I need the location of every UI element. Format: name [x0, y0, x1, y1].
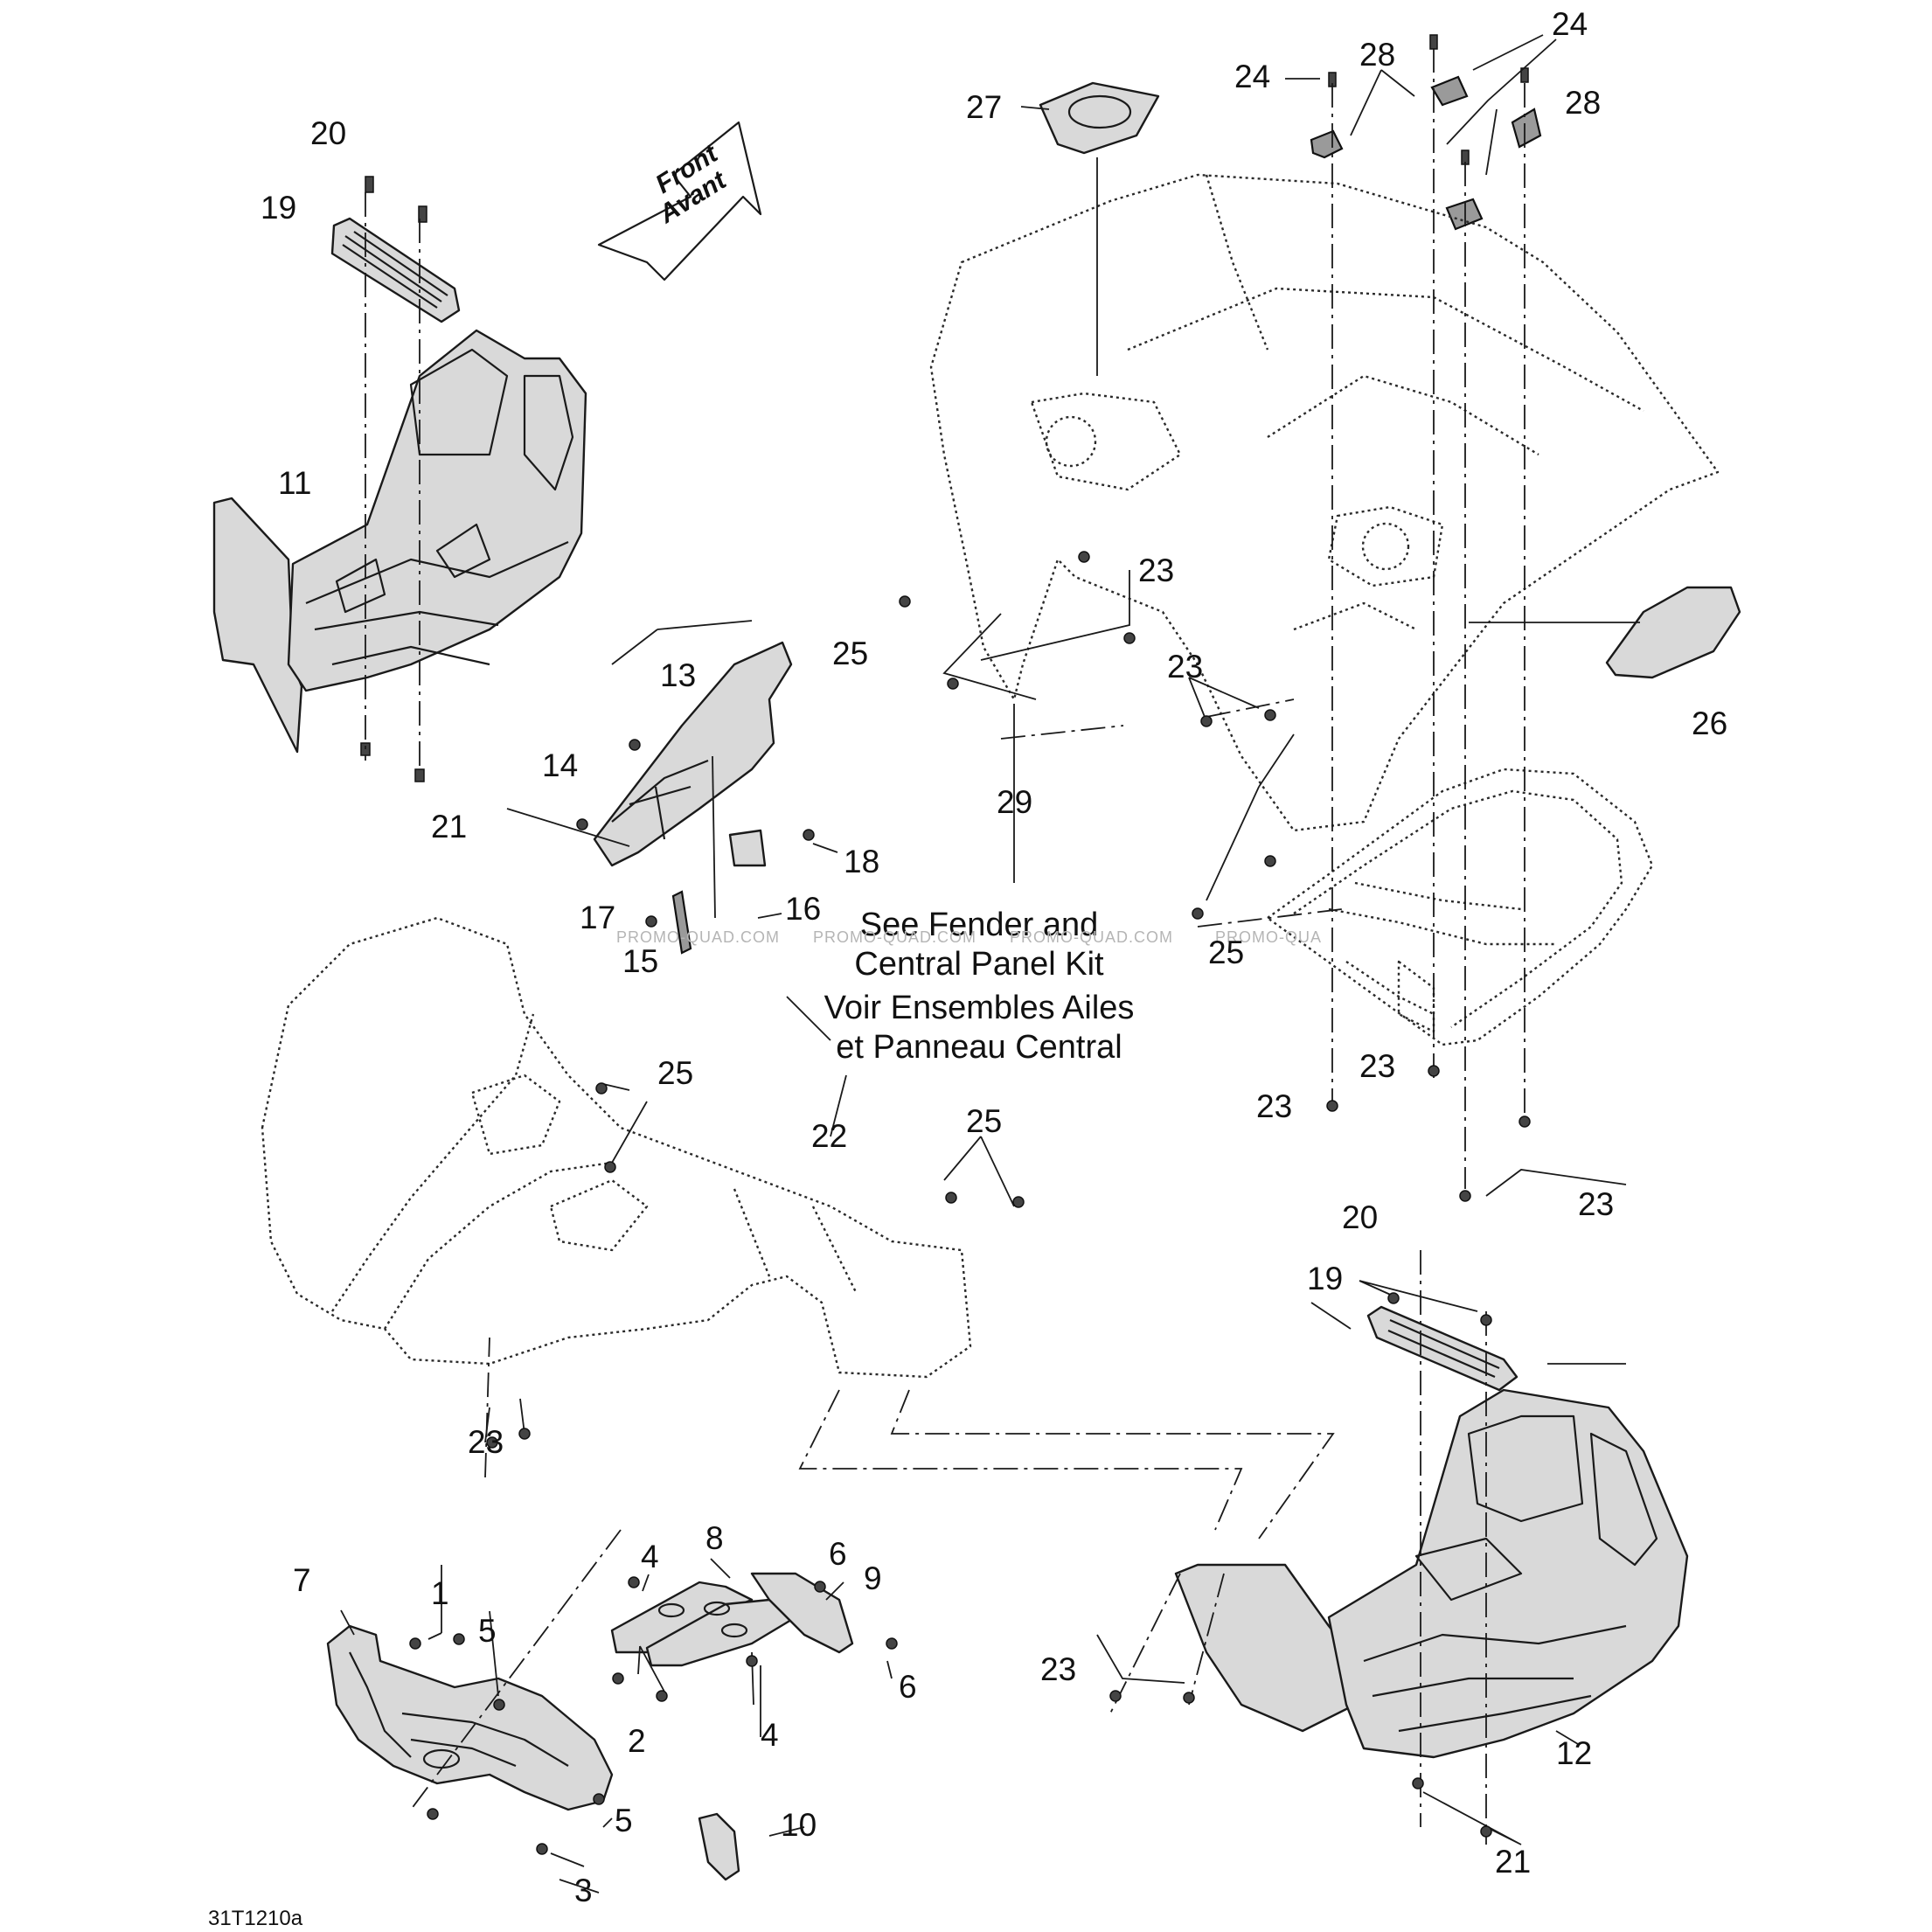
- watermark-text: PROMO-QUAD.COM: [1010, 928, 1173, 946]
- callout-23: 23: [1256, 1088, 1292, 1124]
- rear-rack-frame: [1266, 768, 1654, 1046]
- callout-16: 16: [785, 891, 821, 927]
- left-footwell: [212, 329, 587, 782]
- callout-18: 18: [844, 844, 879, 879]
- watermark-text: PROMO-QUA: [1215, 928, 1322, 946]
- callout-26: 26: [1692, 705, 1727, 741]
- note-fr-line2: et Panneau Central: [836, 1029, 1122, 1066]
- access-cover-27: [1039, 81, 1160, 155]
- callout-28: 28: [1565, 85, 1601, 121]
- rear-fender-29: [929, 173, 1720, 832]
- callout-23: 23: [1040, 1651, 1076, 1687]
- callout-3: 3: [574, 1873, 593, 1908]
- callout-20: 20: [310, 115, 346, 151]
- callout-27: 27: [966, 89, 1002, 125]
- callout-20: 20: [1342, 1199, 1378, 1235]
- retainer-clips: [1310, 34, 1542, 231]
- mounting-plates: [610, 1572, 854, 1881]
- callout-4: 4: [761, 1717, 779, 1753]
- alignment-centerlines: [365, 48, 1525, 1845]
- callout-24: 24: [1552, 6, 1588, 42]
- watermark-text: PROMO-QUAD.COM: [813, 928, 976, 946]
- watermarks: PROMO-QUAD.COM PROMO-QUAD.COM PROMO-QUAD…: [616, 928, 1322, 946]
- callout-23: 23: [1578, 1186, 1614, 1222]
- callout-2: 2: [628, 1723, 646, 1759]
- front-bumper-7: [326, 1624, 614, 1811]
- callout-14: 14: [542, 747, 578, 783]
- fender-kit-note: See Fender and Central Panel Kit Voir En…: [824, 907, 1135, 1066]
- left-arrow-icon: [597, 121, 762, 281]
- callout-21: 21: [431, 809, 467, 844]
- callout-19: 19: [261, 190, 296, 226]
- callout-24: 24: [1234, 59, 1270, 94]
- callout-23: 23: [1138, 552, 1174, 588]
- callout-25: 25: [1208, 935, 1244, 970]
- callout-5: 5: [615, 1803, 633, 1838]
- footrest-insert-left: [330, 176, 461, 323]
- callout-23: 23: [1359, 1048, 1395, 1084]
- callout-4: 4: [641, 1539, 659, 1574]
- rear-cap-26: [1605, 586, 1741, 679]
- callout-7: 7: [293, 1562, 311, 1598]
- callout-25: 25: [832, 636, 868, 671]
- callout-12: 12: [1556, 1735, 1592, 1771]
- callout-6: 6: [899, 1669, 917, 1705]
- note-en-line1: See Fender and: [860, 907, 1099, 943]
- callout-8: 8: [705, 1520, 724, 1556]
- callout-5: 5: [478, 1613, 497, 1649]
- callout-13: 13: [660, 657, 696, 693]
- callout-25: 25: [657, 1055, 693, 1091]
- watermark-text: PROMO-QUAD.COM: [616, 928, 780, 946]
- figure-id: 31T1210a: [208, 1907, 303, 1930]
- note-fr-line1: Voir Ensembles Ailes: [824, 990, 1135, 1026]
- callout-11: 11: [278, 465, 311, 501]
- callout-29: 29: [997, 784, 1032, 820]
- callout-23: 23: [1167, 649, 1203, 685]
- callout-25: 25: [966, 1103, 1002, 1139]
- callout-21: 21: [1495, 1844, 1531, 1880]
- note-en-line2: Central Panel Kit: [854, 946, 1104, 983]
- callout-1: 1: [431, 1575, 449, 1611]
- fasteners: [409, 551, 1531, 1855]
- front-fender-22: [261, 916, 972, 1379]
- callout-6: 6: [829, 1536, 847, 1572]
- callout-numbers: 20 19 11 21 13 14 18 17 16 15 27 24 28 2…: [261, 6, 1727, 1908]
- callout-28: 28: [1359, 37, 1395, 73]
- front-direction-arrow: Front Avant: [597, 121, 762, 281]
- callout-leaders: [340, 34, 1640, 1894]
- callout-23: 23: [468, 1424, 504, 1460]
- callout-10: 10: [781, 1807, 817, 1843]
- right-footwell-12: [1174, 1305, 1689, 1759]
- callout-15: 15: [622, 943, 658, 979]
- callout-9: 9: [864, 1560, 882, 1596]
- callout-17: 17: [580, 900, 615, 935]
- mount-bracket: [576, 641, 815, 955]
- callout-22: 22: [811, 1118, 847, 1154]
- callout-19: 19: [1307, 1261, 1343, 1296]
